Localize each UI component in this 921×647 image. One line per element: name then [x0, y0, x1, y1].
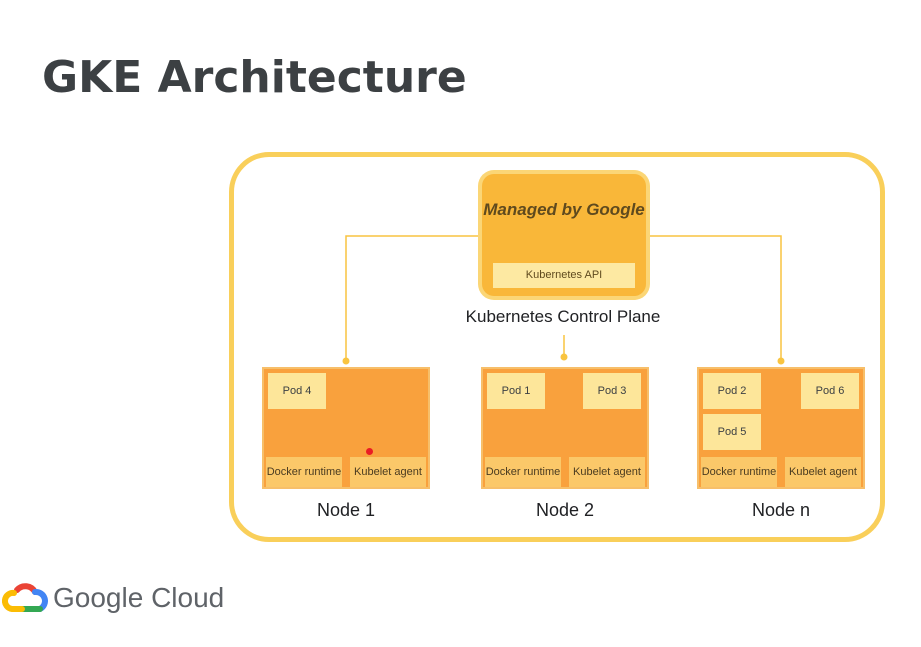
pod-box: Pod 3: [583, 373, 641, 409]
pod-box: Pod 2: [703, 373, 761, 409]
connector-end-node-1: [342, 357, 350, 365]
pod-box: Pod 5: [703, 414, 761, 450]
docker-runtime-box: Docker runtime: [266, 457, 342, 487]
kubelet-agent-box: Kubelet agent: [785, 457, 861, 487]
docker-runtime-box: Docker runtime: [701, 457, 777, 487]
pod-box: Pod 6: [801, 373, 859, 409]
kubelet-agent-box: Kubelet agent: [350, 457, 426, 487]
control-plane-heading: Managed by Google: [483, 200, 645, 219]
node-n-box: Pod 2 Pod 6 Pod 5 Docker runtime Kubelet…: [697, 367, 865, 489]
connector-end-node-2: [560, 353, 568, 361]
gke-cluster-frame: [229, 152, 885, 542]
docker-runtime-box: Docker runtime: [485, 457, 561, 487]
node-2-label: Node 2: [535, 500, 595, 520]
pod-box: Pod 1: [487, 373, 545, 409]
kubelet-agent-box: Kubelet agent: [569, 457, 645, 487]
google-cloud-brand-text: Google Cloud: [53, 582, 225, 613]
slide-title: GKE Architecture: [42, 52, 467, 103]
node-1-label: Node 1: [316, 500, 376, 520]
connector-end-node-n: [777, 357, 785, 365]
pod-box: Pod 4: [268, 373, 326, 409]
connector-to-node-n: [646, 235, 782, 360]
node-1-box: Pod 4 Docker runtime Kubelet agent: [262, 367, 430, 489]
control-plane-box: Managed by Google Kubernetes API: [482, 174, 646, 296]
control-plane-label: Kubernetes Control Plane: [465, 307, 661, 326]
google-cloud-logo-icon: [2, 583, 48, 612]
node-2-box: Pod 1 Pod 3 Docker runtime Kubelet agent: [481, 367, 649, 489]
red-marker-dot: [366, 448, 373, 455]
node-n-label: Node n: [751, 500, 811, 520]
kubernetes-api-box: Kubernetes API: [493, 263, 635, 288]
connector-to-node-1: [345, 235, 482, 360]
